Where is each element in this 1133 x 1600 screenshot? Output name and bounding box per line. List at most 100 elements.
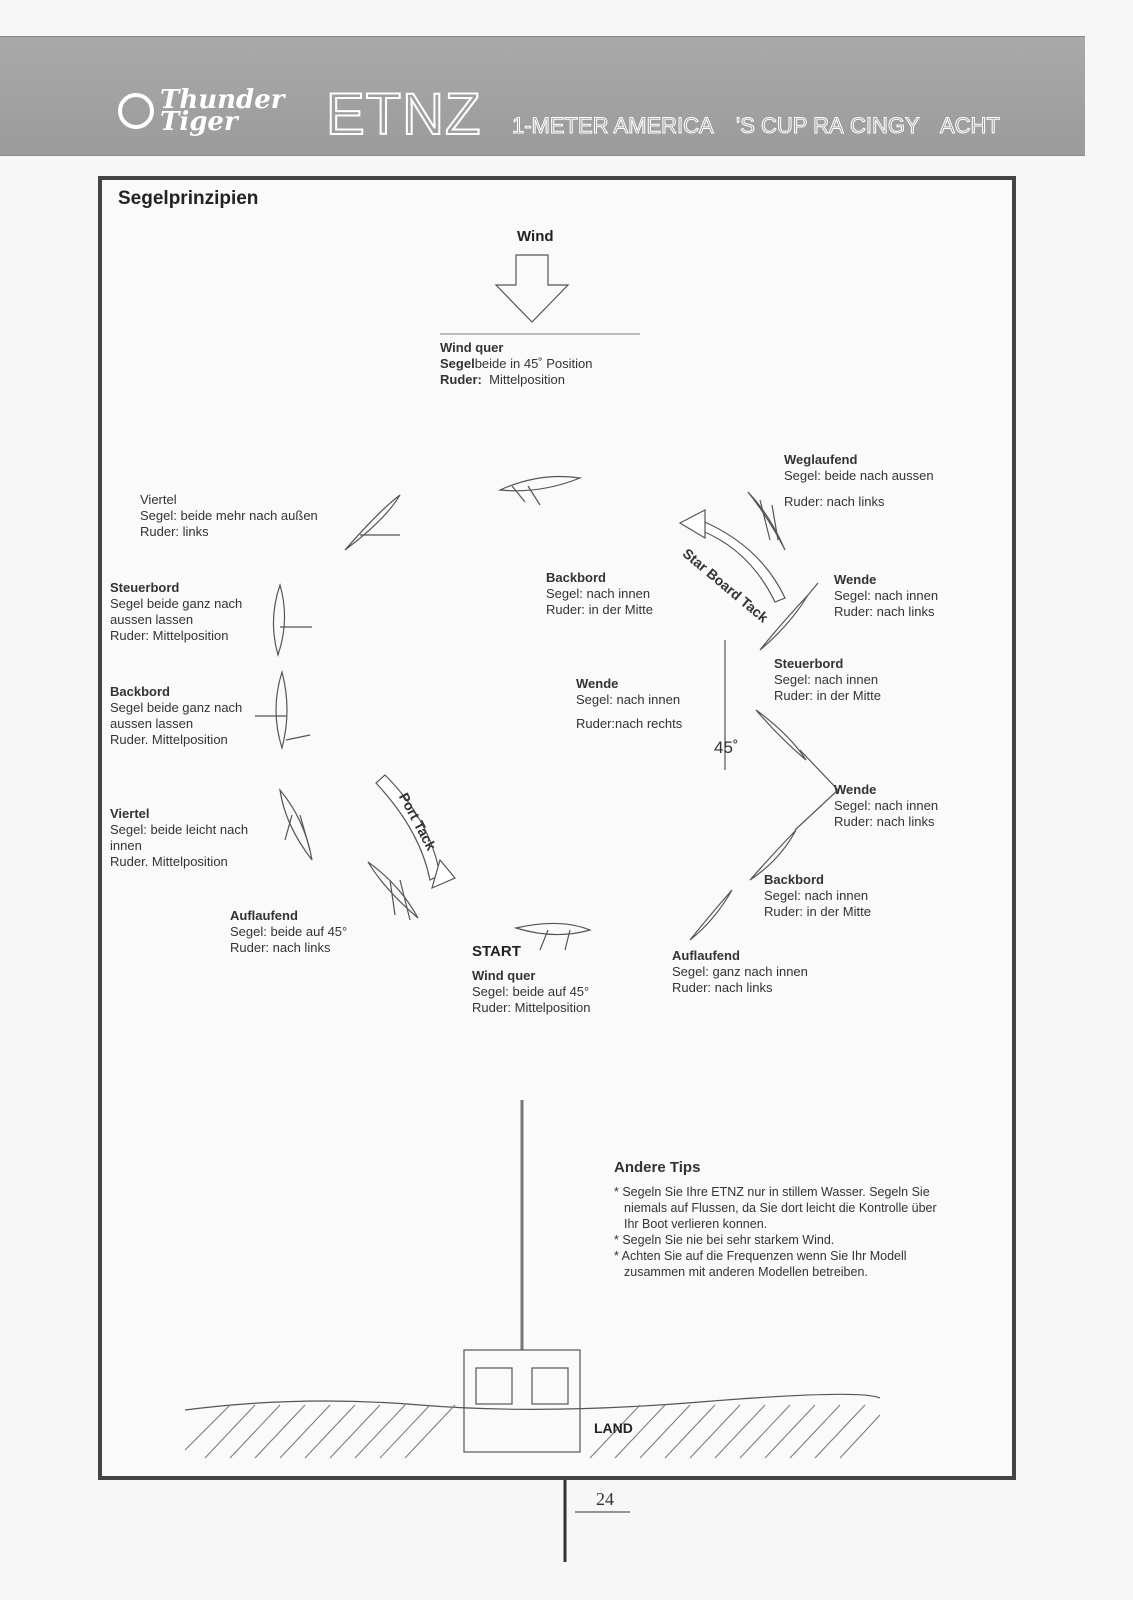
start-title: Wind quer: [472, 968, 536, 983]
wende-r2-title: Wende: [834, 782, 877, 797]
viertel2-line1: Segel: beide leicht nach: [110, 822, 249, 837]
backbord1-ruder: Ruder. Mittelposition: [110, 732, 228, 747]
subtitle-part-3: CINGY: [850, 113, 921, 139]
auflaufend-r-segel: Segel: ganz nach innen: [672, 964, 808, 979]
viertel1-info: Viertel Segel: beide mehr nach außen Rud…: [140, 492, 318, 540]
steuerbord1-ruder: Ruder: Mittelposition: [110, 628, 229, 643]
tip-3-line-1: Achten Sie auf die Frequenzen wenn Sie I…: [621, 1249, 907, 1263]
tip-3-line-2: zusammen mit anderen Modellen betreiben.: [624, 1265, 868, 1279]
backbord1-title: Backbord: [110, 684, 170, 699]
weglaufend-ruder: Ruder: nach links: [784, 494, 885, 509]
wind-label: Wind: [517, 228, 554, 245]
auflaufend1-title: Auflaufend: [230, 908, 298, 923]
tip-1-line-1: Segeln Sie Ihre ETNZ nur in stillem Wass…: [622, 1185, 930, 1199]
auflaufend1-info: Auflaufend Segel: beide auf 45° Ruder: n…: [230, 908, 347, 956]
top-info: Wind quer Segelbeide in 45˚ Position Rud…: [440, 340, 593, 388]
auflaufend1-segel: Segel: beide auf 45°: [230, 924, 348, 939]
auflaufend-r-info: Auflaufend Segel: ganz nach innen Ruder:…: [672, 948, 808, 996]
backbord-mid-segel: Segel: nach innen: [546, 586, 651, 601]
backbord-mid-ruder: Ruder: in der Mitte: [546, 602, 653, 617]
weglaufend-segel: Segel: beide nach aussen: [784, 468, 934, 483]
steuerbord1-line2: aussen lassen: [110, 612, 194, 627]
tip-2: * Segeln Sie nie bei sehr starkem Wind.: [614, 1233, 835, 1247]
top-title: Wind quer: [440, 340, 504, 355]
steuerbord-r-ruder: Ruder: in der Mitte: [774, 688, 881, 703]
backbord1-info: Backbord Segel beide ganz nach aussen la…: [110, 684, 242, 748]
tips-title: Andere Tips: [614, 1159, 701, 1176]
header-banner: Thunder Tiger ETNZ 1-METER AMERICA 'S CU…: [0, 36, 1085, 156]
subtitle-part-2: 'S CUP RA: [736, 113, 845, 139]
ground-line: [184, 1393, 881, 1411]
model-name: ETNZ: [325, 82, 482, 147]
backbord-r-ruder: Ruder: in der Mitte: [764, 904, 871, 919]
steuerbord1-info: Steuerbord Segel beide ganz nach aussen …: [110, 580, 242, 644]
top-ruder-key: Ruder:: [440, 372, 482, 387]
tip-1-line-2: niemals auf Flussen, da Sie dort leicht …: [624, 1201, 937, 1215]
top-ruder-value: Mittelposition: [489, 372, 565, 387]
wende-r1-segel: Segel: nach innen: [834, 588, 939, 603]
viertel1-segel: Segel: beide mehr nach außen: [140, 508, 318, 523]
weglaufend-info: Weglaufend Segel: beide nach aussen Rude…: [784, 452, 934, 510]
viertel2-info: Viertel Segel: beide leicht nach innen R…: [110, 806, 248, 870]
backbord-r-info: Backbord Segel: nach innen Ruder: in der…: [764, 872, 871, 920]
boat-auflaufend1-icon: [367, 861, 419, 919]
wende-mid-segel: Segel: nach innen: [576, 692, 681, 707]
tip-2-line-1: Segeln Sie nie bei sehr starkem Wind.: [622, 1233, 835, 1247]
boat-start-icon: [513, 922, 592, 936]
top-segel-key: Segel: [440, 356, 475, 371]
land-label: LAND: [594, 1420, 633, 1436]
backbord-mid-title: Backbord: [546, 570, 606, 585]
backbord1-line2: aussen lassen: [110, 716, 194, 731]
boat-steuerbord-r-icon: [755, 709, 807, 761]
thunder-tiger-logo-icon: [118, 93, 154, 129]
wende-r1-ruder: Ruder: nach links: [834, 604, 935, 619]
boat-steuerbord1-icon: [272, 582, 286, 658]
wende-mid-title: Wende: [576, 676, 619, 691]
start-label: START: [472, 943, 521, 960]
steuerbord1-title: Steuerbord: [110, 580, 180, 595]
steuerbord-r-title: Steuerbord: [774, 656, 844, 671]
wende-r2-bracket: [794, 749, 839, 831]
brand-line-2: Tiger: [160, 107, 238, 137]
top-segel-value: beide in 45˚ Position: [474, 356, 593, 371]
backbord-mid-info: Backbord Segel: nach innen Ruder: in der…: [546, 570, 653, 618]
viertel1-ruder: Ruder: links: [140, 524, 209, 539]
viertel2-title: Viertel: [110, 806, 150, 821]
tips-section: Andere Tips * Segeln Sie Ihre ETNZ nur i…: [614, 1160, 937, 1280]
steuerbord-r-segel: Segel: nach innen: [774, 672, 879, 687]
boat-viertel1-icon: [344, 494, 401, 551]
brand-logo-text: Thunder Tiger: [160, 85, 285, 137]
boat-top-icon: [497, 475, 583, 492]
brand-line-1: Thunder: [160, 85, 285, 115]
auflaufend-r-ruder: Ruder: nach links: [672, 980, 773, 995]
wende-r2-info: Wende Segel: nach innen Ruder: nach link…: [834, 782, 938, 830]
boat-backbord1-icon: [275, 669, 288, 751]
wind-arrow-icon: [494, 254, 570, 323]
viertel1-title: Viertel: [140, 492, 177, 507]
backbord-r-title: Backbord: [764, 872, 824, 887]
boat-weglaufend-icon: [747, 491, 786, 551]
auflaufend1-ruder: Ruder: nach links: [230, 940, 331, 955]
subtitle-part-1: 1-METER AMERICA: [512, 113, 715, 139]
transmitter-box-icon: [463, 1349, 581, 1453]
port-tack-arrow-icon: [375, 774, 441, 881]
start-info: Wind quer Segel: beide auf 45° Ruder: Mi…: [472, 968, 591, 1016]
tip-3: * Achten Sie auf die Frequenzen wenn Sie…: [614, 1248, 937, 1280]
start-ruder: Ruder: Mittelposition: [472, 1000, 591, 1015]
boat-viertel2-icon: [279, 787, 313, 861]
subtitle-part-4: ACHT: [940, 113, 1001, 139]
wende-r2-segel: Segel: nach innen: [834, 798, 939, 813]
wende-mid-ruder: Ruder:nach rechts: [576, 716, 683, 731]
tip-1: * Segeln Sie Ihre ETNZ nur in stillem Wa…: [614, 1185, 937, 1231]
page-title: Segelprinzipien: [118, 188, 259, 209]
wende-r1-title: Wende: [834, 572, 877, 587]
wende-r1-info: Wende Segel: nach innen Ruder: nach link…: [834, 572, 938, 620]
angle-label: 45˚: [714, 738, 739, 757]
backbord-r-segel: Segel: nach innen: [764, 888, 869, 903]
page-number: 24: [596, 1489, 614, 1509]
tip-1-line-3: Ihr Boot verlieren konnen.: [624, 1217, 768, 1231]
wende-r2-ruder: Ruder: nach links: [834, 814, 935, 829]
wende-mid-info: Wende Segel: nach innen Ruder:nach recht…: [576, 676, 682, 732]
steuerbord1-line1: Segel beide ganz nach: [110, 596, 243, 611]
